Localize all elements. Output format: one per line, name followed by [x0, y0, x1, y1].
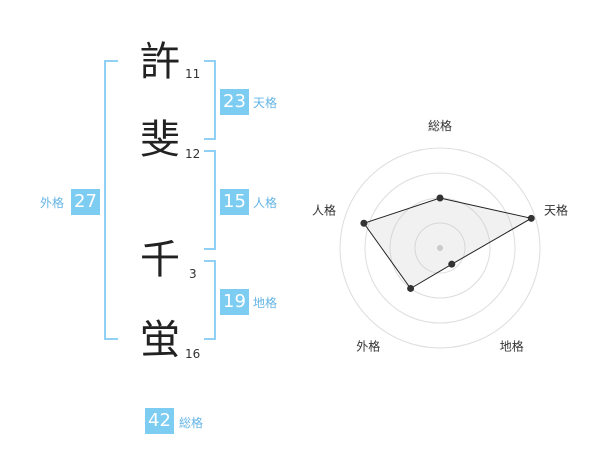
soukaku-label: 総格 — [179, 416, 204, 430]
radar-polygon-group — [363, 197, 533, 290]
radar-points — [360, 194, 535, 292]
tenkaku-bracket — [204, 60, 216, 140]
name-char-2: 斐 — [140, 117, 180, 163]
gaikaku-label: 外格 — [40, 196, 65, 210]
radar-point-4 — [407, 284, 415, 292]
name-char-1: 許 — [140, 39, 180, 85]
radar-axis-label-4: 外格 — [356, 339, 380, 354]
radar-polygon — [363, 197, 533, 290]
radar-point-5 — [360, 219, 368, 227]
radar-center — [437, 245, 443, 251]
radar-ring-1 — [414, 222, 466, 274]
radar-axis-label-3: 地格 — [500, 339, 524, 354]
gaikaku-bracket — [104, 60, 118, 340]
chikaku-value: 19 — [220, 289, 249, 315]
radar-point-2 — [527, 214, 535, 222]
jinkaku-label: 人格 — [253, 196, 278, 210]
radar-point-3 — [448, 260, 456, 268]
name-char-4: 蛍 — [140, 317, 180, 363]
stroke-count-4: 16 — [185, 347, 201, 361]
jinkaku-value: 15 — [220, 189, 249, 215]
name-char-3: 千 — [140, 237, 180, 283]
tenkaku-label: 天格 — [253, 96, 278, 110]
stroke-count-1: 11 — [185, 67, 201, 81]
stroke-count-2: 12 — [185, 147, 201, 161]
gaikaku-value: 27 — [71, 189, 100, 215]
chikaku-label: 地格 — [253, 296, 278, 310]
soukaku-value: 42 — [145, 408, 174, 434]
radar-ring-3 — [364, 172, 516, 324]
radar-axis-label-2: 天格 — [544, 202, 568, 217]
radar-axis-label-5: 人格 — [312, 202, 336, 217]
radar-point-1 — [436, 194, 444, 202]
jinkaku-bracket — [204, 150, 216, 250]
radar-axis-label-1: 総格 — [428, 118, 452, 133]
stroke-count-3: 3 — [189, 267, 197, 281]
chikaku-bracket — [204, 260, 216, 340]
radar-ring-4 — [339, 147, 541, 349]
tenkaku-value: 23 — [220, 89, 249, 115]
